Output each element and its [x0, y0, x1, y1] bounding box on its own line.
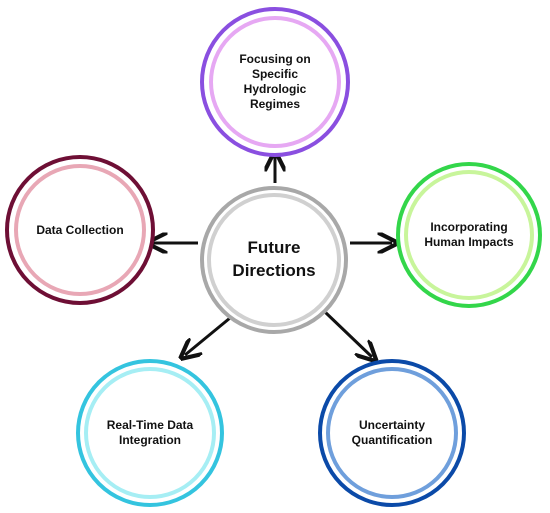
node-human-impacts [396, 162, 542, 308]
center-node-inner-ring [207, 193, 341, 327]
arrow-to-uncertainty-quantification [323, 310, 372, 357]
hydrologic-regimes-inner-ring [209, 16, 341, 148]
node-real-time [76, 359, 224, 507]
data-collection-inner-ring [14, 164, 146, 296]
node-hydrologic-regimes [200, 7, 350, 157]
node-data-collection [5, 155, 155, 305]
center-node [200, 186, 348, 334]
real-time-inner-ring [84, 367, 216, 499]
hydrologic-regimes-label: Focusing on Specific Hydrologic Regimes [239, 52, 311, 111]
node-uncertainty [318, 359, 466, 507]
arrow-to-real-time-data-integration [185, 316, 231, 355]
real-time-label: Real-Time Data Integration [106, 418, 194, 447]
center-node-label: Future Directions [232, 238, 316, 280]
uncertainty-label: Uncertainty Quantification [351, 418, 433, 447]
data-collection-label: Data Collection [36, 222, 124, 237]
human-impacts-label: Incorporating Human Impacts [424, 220, 514, 249]
human-impacts-inner-ring [404, 170, 534, 300]
uncertainty-inner-ring [326, 367, 458, 499]
